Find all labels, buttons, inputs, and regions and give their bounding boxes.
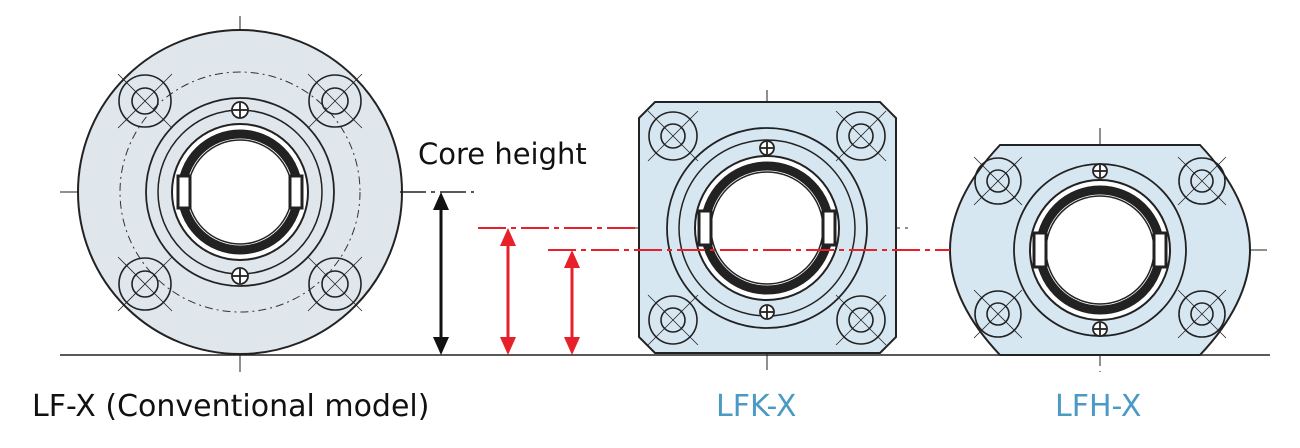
lfk-x-bolt-hole xyxy=(647,294,699,346)
lfk-x-bolt-hole xyxy=(647,110,699,162)
lf-x-bolt-hole xyxy=(307,73,363,129)
core-height-dimensions xyxy=(400,191,950,355)
lf-x-bearing-bore xyxy=(171,123,309,261)
lfh-x-caption: LFH-X xyxy=(1055,389,1142,424)
lfk-x-bolt-hole xyxy=(835,110,887,162)
lfh-x-bolt-hole xyxy=(973,156,1023,206)
lfh-x-bolt-hole xyxy=(1177,156,1227,206)
lfh-x-set-screw xyxy=(1092,163,1108,179)
lf-x-caption: LF-X (Conventional model) xyxy=(32,389,430,424)
lf-x-round-flange xyxy=(60,16,403,372)
lf-x-bolt-hole xyxy=(117,73,173,129)
lfh-x-set-screw xyxy=(1092,321,1108,337)
lfk-x-square-flange xyxy=(620,90,908,372)
core-height-label: Core height xyxy=(418,137,587,171)
lfk-x-caption: LFK-X xyxy=(716,389,797,424)
lfk-x-bearing-bore xyxy=(694,155,840,301)
lfk-x-set-screw xyxy=(759,304,775,320)
lfh-x-bearing-bore xyxy=(1029,179,1171,321)
lf-x-bolt-hole xyxy=(117,256,173,312)
lf-x-bolt-hole xyxy=(307,256,363,312)
lf-x-set-screw xyxy=(231,101,249,119)
lfh-x-cut-flange xyxy=(945,128,1270,372)
lf-x-set-screw xyxy=(231,267,249,285)
lfh-x-bolt-hole xyxy=(1177,289,1227,339)
lfk-x-set-screw xyxy=(759,140,775,156)
lfh-x-bolt-hole xyxy=(973,289,1023,339)
lfk-x-bolt-hole xyxy=(835,294,887,346)
